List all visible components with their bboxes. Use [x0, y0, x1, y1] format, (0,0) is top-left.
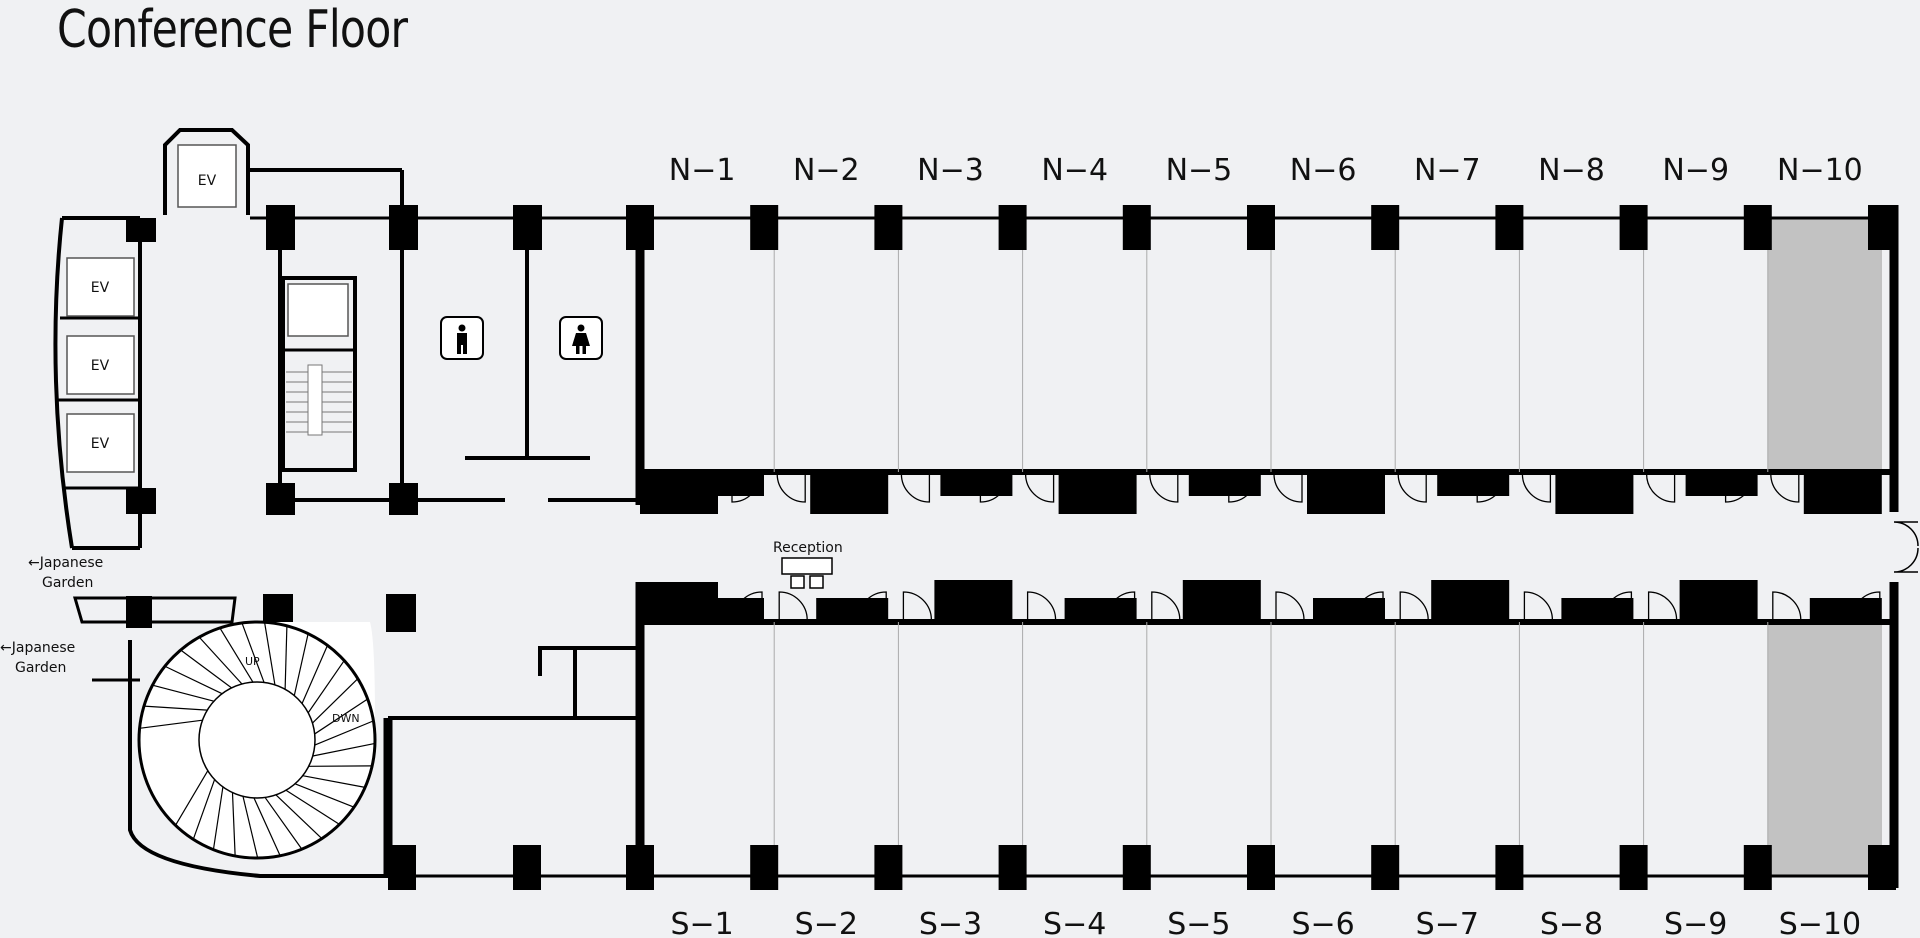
- room-label-north[interactable]: N−10: [1777, 153, 1863, 188]
- room-label-south[interactable]: S−2: [795, 907, 858, 938]
- room-label-north[interactable]: N−9: [1662, 153, 1729, 188]
- reception-label: Reception: [773, 540, 843, 556]
- elevator-label: EV: [91, 280, 110, 296]
- spiral-staircase: UP DWN: [137, 620, 377, 860]
- room-label-north[interactable]: N−2: [793, 153, 860, 188]
- garden-exit-label: ←Japanese: [28, 555, 103, 571]
- room-label-north[interactable]: N−4: [1041, 153, 1108, 188]
- room-label-north[interactable]: N−3: [917, 153, 984, 188]
- elevator-label: EV: [91, 358, 110, 374]
- room-fill-s-10: [1768, 622, 1882, 876]
- room-label-north[interactable]: N−7: [1414, 153, 1481, 188]
- room-label-south[interactable]: S−6: [1291, 907, 1354, 938]
- east-entrance-doors: [1893, 521, 1919, 573]
- room-label-north[interactable]: N−8: [1538, 153, 1605, 188]
- room-label-south[interactable]: S−7: [1416, 907, 1479, 938]
- reception-desk-icon: [781, 557, 833, 589]
- room-label-south[interactable]: S−8: [1540, 907, 1603, 938]
- elevator-label: EV: [91, 436, 110, 452]
- female-restroom-icon: [559, 316, 603, 360]
- room-fill-n-10: [1768, 218, 1882, 472]
- elevator-label: EV: [198, 173, 217, 189]
- room-label-south[interactable]: S−4: [1043, 907, 1106, 938]
- stair-down-label: DWN: [332, 712, 360, 725]
- garden-exit-label: Garden: [15, 660, 66, 676]
- room-label-south[interactable]: S−1: [670, 907, 733, 938]
- garden-exit-label: Garden: [42, 575, 93, 591]
- male-restroom-icon: [440, 316, 484, 360]
- stair-up-label: UP: [245, 655, 260, 668]
- room-label-south[interactable]: S−9: [1664, 907, 1727, 938]
- room-label-south[interactable]: S−10: [1779, 907, 1861, 938]
- room-label-north[interactable]: N−1: [669, 153, 736, 188]
- room-label-north[interactable]: N−6: [1290, 153, 1357, 188]
- room-label-north[interactable]: N−5: [1166, 153, 1233, 188]
- room-label-south[interactable]: S−3: [919, 907, 982, 938]
- garden-exit-label: ←Japanese: [0, 640, 75, 656]
- room-label-south[interactable]: S−5: [1167, 907, 1230, 938]
- page-title: Conference Floor: [57, 0, 408, 60]
